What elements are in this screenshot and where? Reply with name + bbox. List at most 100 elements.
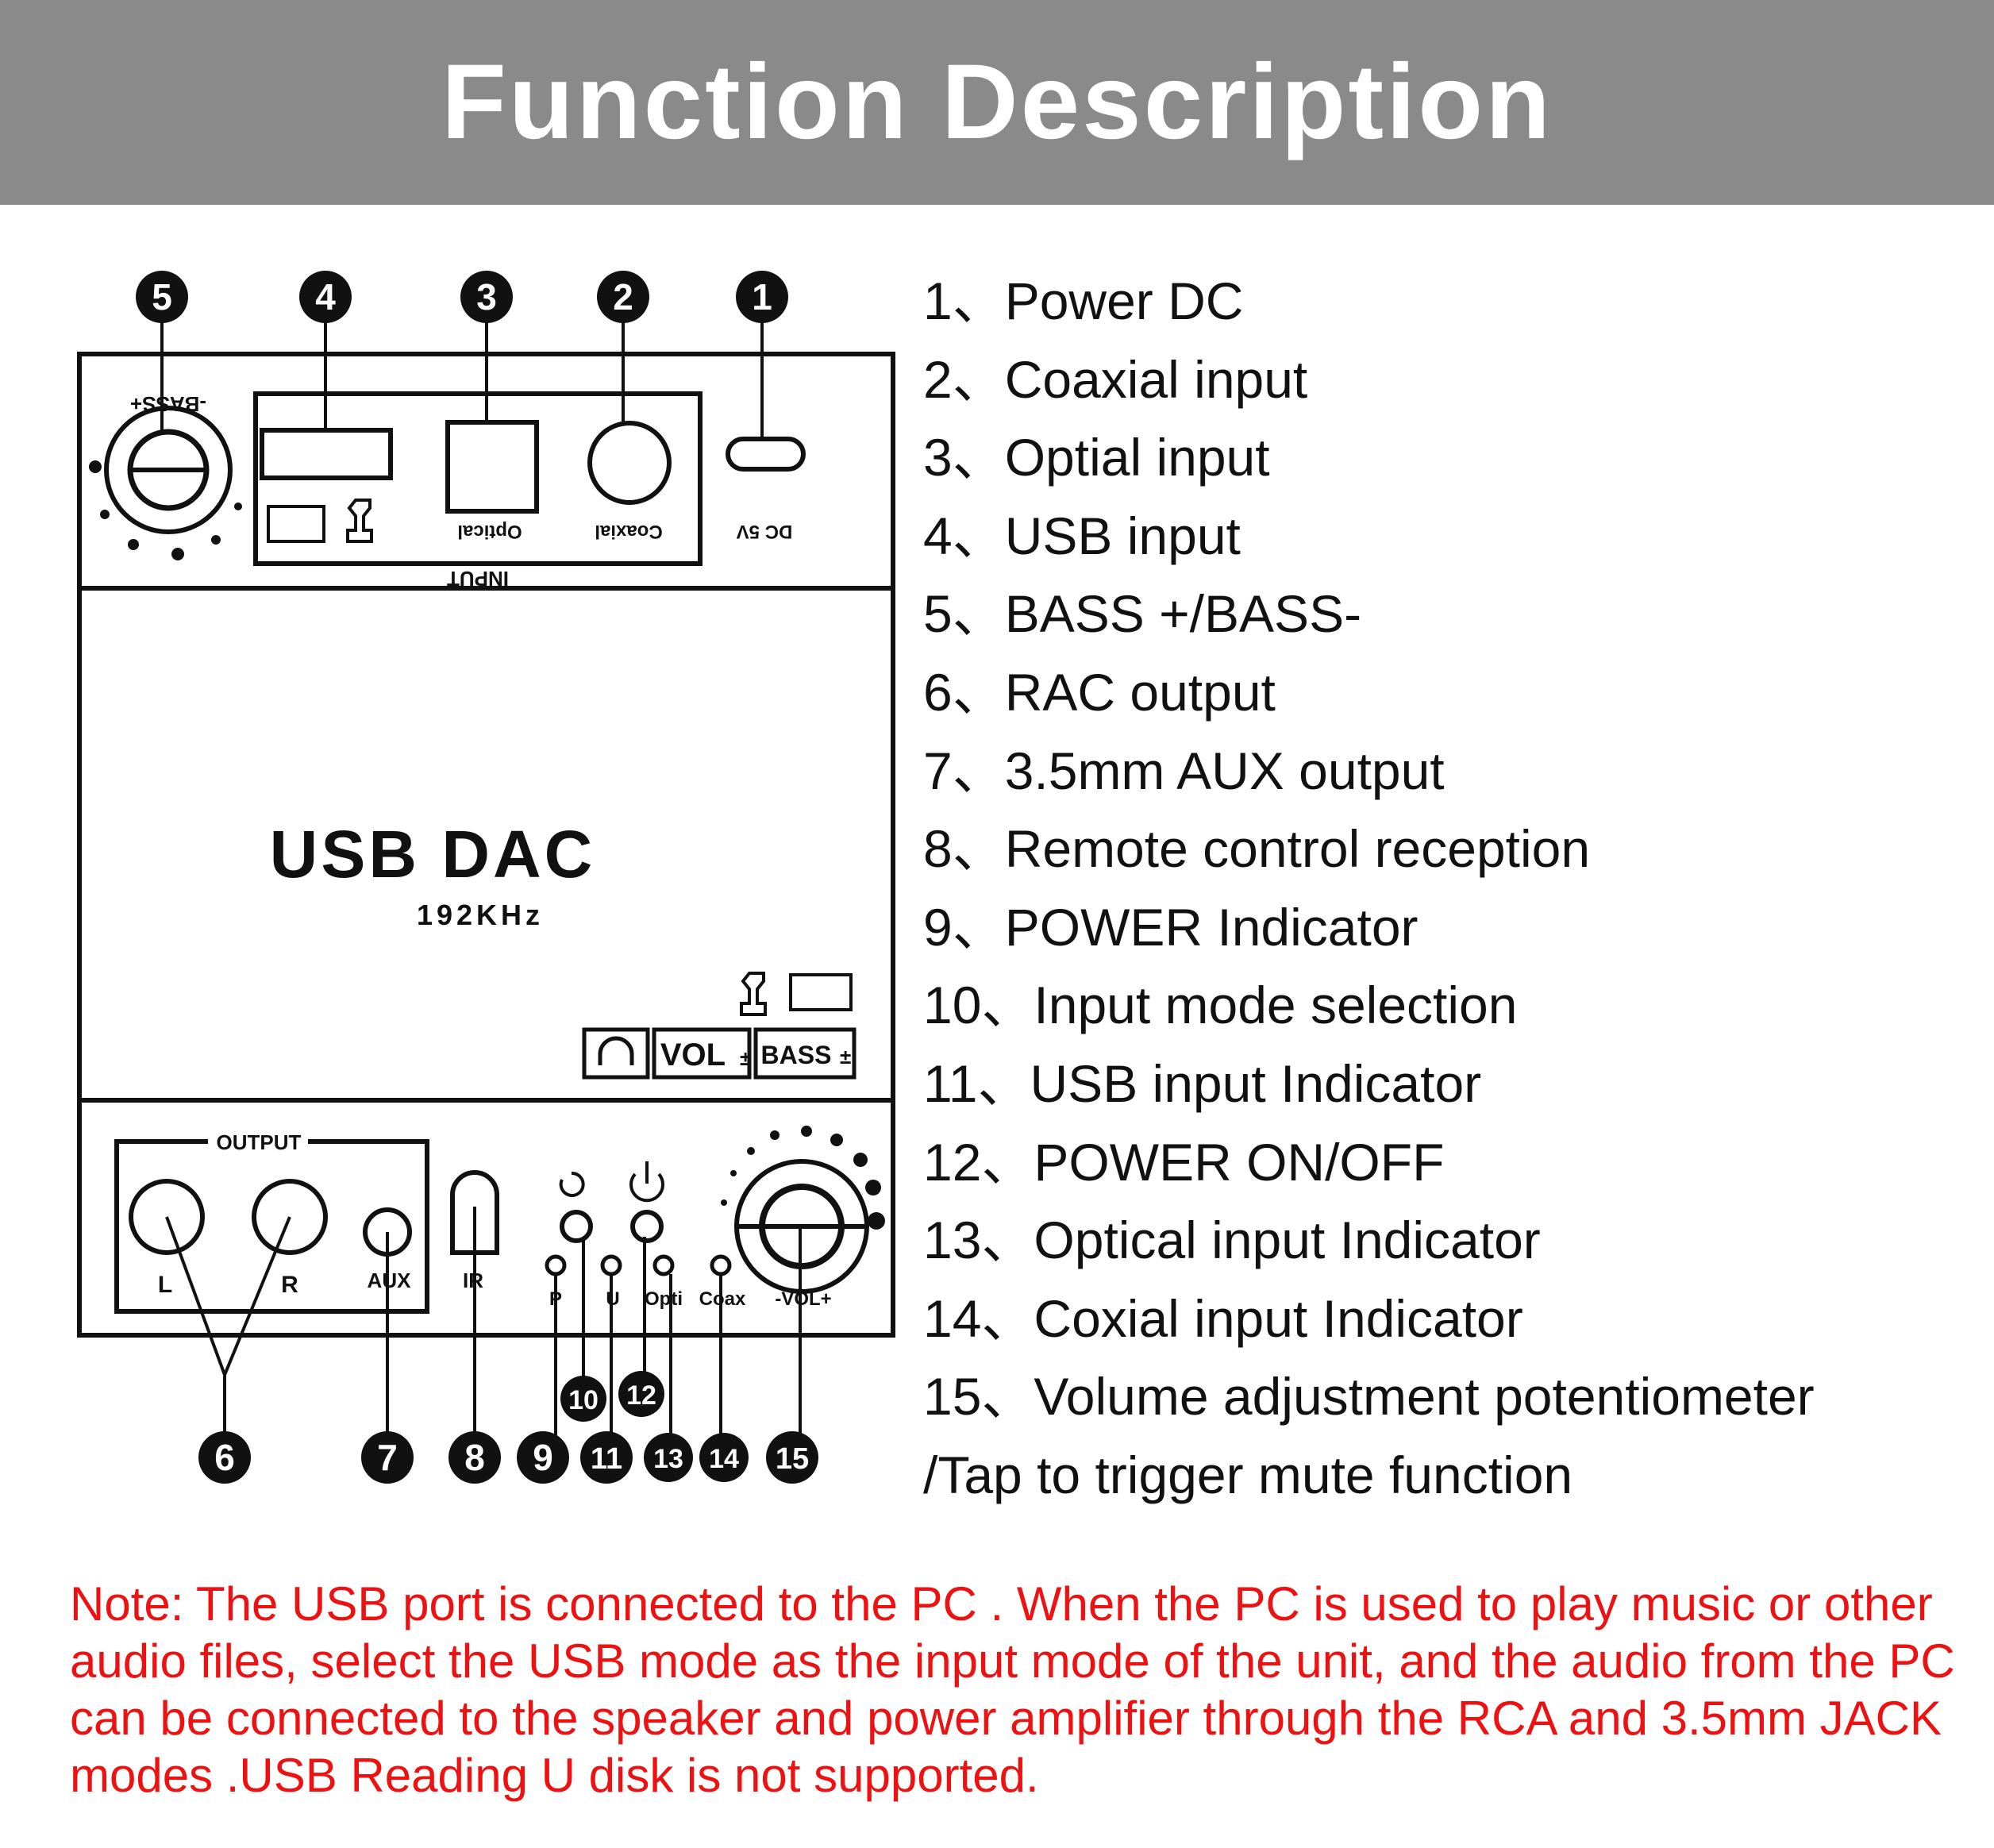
led-opti	[652, 1254, 675, 1276]
legend-item: 15、Volume adjustment potentiometer	[923, 1367, 1815, 1426]
device-diagram: -BASS+ INPUT Optical Coaxial DC 5V USB D…	[0, 205, 905, 1523]
svg-text:10: 10	[568, 1385, 599, 1415]
coaxial-label: Coaxial	[595, 521, 662, 542]
input-frame	[253, 391, 703, 566]
bass-badge	[753, 1027, 856, 1080]
legend-item: /Tap to trigger mute function	[923, 1445, 1573, 1504]
callout-14: 14	[699, 1433, 749, 1482]
legend-item: 4、USB input	[923, 506, 1241, 565]
legend-item: 10、Input mode selection	[923, 976, 1518, 1035]
legend-item: 13、Optical input Indicator	[923, 1211, 1541, 1270]
legend-item: 2、Coaxial input	[923, 349, 1308, 409]
bass-knob	[104, 406, 233, 534]
device-drawing: -BASS+ INPUT Optical Coaxial DC 5V USB D…	[77, 271, 895, 1484]
callout-10: 10	[560, 1376, 606, 1422]
led-coax-label: Coax	[699, 1288, 746, 1310]
callout-8: 8	[448, 1431, 501, 1484]
svg-text:6: 6	[214, 1437, 235, 1478]
callout-badges: 1 2 3 4 5 6 7 8 9 10 11 12 13 14 15	[136, 271, 818, 1484]
svg-text:14: 14	[709, 1444, 739, 1474]
legend-item: 3、Optial input	[923, 428, 1270, 487]
mode-button	[560, 1210, 593, 1243]
usb-stick-icon	[346, 499, 373, 543]
rca-right	[252, 1179, 328, 1255]
callout-7: 7	[361, 1431, 414, 1484]
page-title: Function Description	[441, 43, 1553, 161]
callout-1: 1	[736, 271, 788, 323]
legend-item: 12、POWER ON/OFF	[923, 1132, 1445, 1192]
vol-badge-label: VOL	[660, 1038, 726, 1072]
dc-label: DC 5V	[737, 521, 793, 542]
led-u-label: U	[606, 1288, 619, 1310]
optical-port	[445, 420, 539, 514]
led-opti-label: Opti	[645, 1288, 683, 1310]
bass-badge-label: BASS	[761, 1041, 832, 1069]
callout-11: 11	[580, 1431, 633, 1484]
front-usb-icon	[740, 972, 767, 1016]
output-label: OUTPUT	[217, 1130, 302, 1154]
led-p-label: P	[549, 1288, 562, 1310]
legend-item: 14、Coxial input Indicator	[923, 1288, 1523, 1348]
legend-item: 6、RAC output	[923, 662, 1276, 722]
legend-item: 1、Power DC	[923, 271, 1244, 330]
callout-6: 6	[198, 1431, 251, 1484]
optical-label: Optical	[457, 521, 522, 542]
svg-text:4: 4	[315, 276, 336, 318]
dc-port	[726, 437, 806, 472]
svg-text:13: 13	[653, 1444, 683, 1474]
aux-label: AUX	[368, 1269, 412, 1292]
headphone-badge	[582, 1027, 650, 1080]
sample-rate: 192KHz	[417, 899, 544, 931]
callout-12: 12	[618, 1371, 664, 1417]
svg-text:15: 15	[776, 1442, 809, 1476]
headphone-icon	[598, 1036, 634, 1065]
coaxial-port	[587, 421, 672, 505]
laptop-icon	[267, 505, 325, 543]
led-u	[600, 1254, 622, 1276]
rca-left	[129, 1179, 205, 1255]
callout-4: 4	[299, 271, 352, 323]
function-legend: 1、Power DC 2、Coaxial input 3、Optial inpu…	[923, 262, 1979, 1515]
svg-text:12: 12	[626, 1380, 656, 1411]
power-icon	[629, 1161, 664, 1203]
bottom-panel	[77, 1098, 895, 1338]
callout-13: 13	[644, 1433, 693, 1482]
led-p	[545, 1254, 567, 1276]
usb-port	[260, 428, 393, 480]
svg-text:7: 7	[377, 1437, 398, 1478]
callout-9: 9	[517, 1431, 569, 1484]
front-laptop-icon	[789, 973, 853, 1011]
svg-text:5: 5	[152, 276, 172, 318]
callout-5: 5	[136, 271, 188, 323]
led-coax	[710, 1254, 732, 1276]
mode-icon	[559, 1171, 585, 1197]
callout-3: 3	[460, 271, 513, 323]
rca-r-label: R	[281, 1272, 298, 1298]
ir-receiver	[450, 1170, 499, 1255]
bass-label: -BASS+	[130, 392, 206, 416]
vol-badge	[652, 1027, 752, 1080]
callout-15: 15	[766, 1431, 818, 1484]
usage-note: Note: The USB port is connected to the P…	[70, 1577, 1955, 1802]
legend-item: 5、BASS +/BASS-	[923, 584, 1362, 644]
callout-lines	[160, 314, 802, 1435]
svg-text:8: 8	[464, 1437, 485, 1478]
input-label: INPUT	[447, 567, 509, 591]
legend-item: 11、USB input Indicator	[923, 1053, 1482, 1113]
legend-item: 9、POWER Indicator	[923, 897, 1419, 957]
callout-2: 2	[597, 271, 649, 323]
output-frame	[114, 1139, 429, 1314]
power-button	[630, 1210, 664, 1243]
svg-text:3: 3	[476, 276, 497, 318]
legend-item: 7、3.5mm AUX output	[923, 741, 1445, 800]
device-name: USB DAC	[270, 817, 596, 891]
svg-text:2: 2	[613, 276, 633, 318]
knob-dots	[89, 460, 885, 1230]
svg-text:1: 1	[752, 276, 772, 318]
legend-item: 8、Remote control reception	[923, 819, 1591, 879]
title-banner: Function Description	[0, 0, 1994, 205]
vol-badge-sign: ±	[740, 1046, 751, 1070]
ir-label: IR	[463, 1269, 483, 1292]
volume-label: -VOL+	[775, 1288, 831, 1310]
rca-l-label: L	[158, 1272, 172, 1298]
